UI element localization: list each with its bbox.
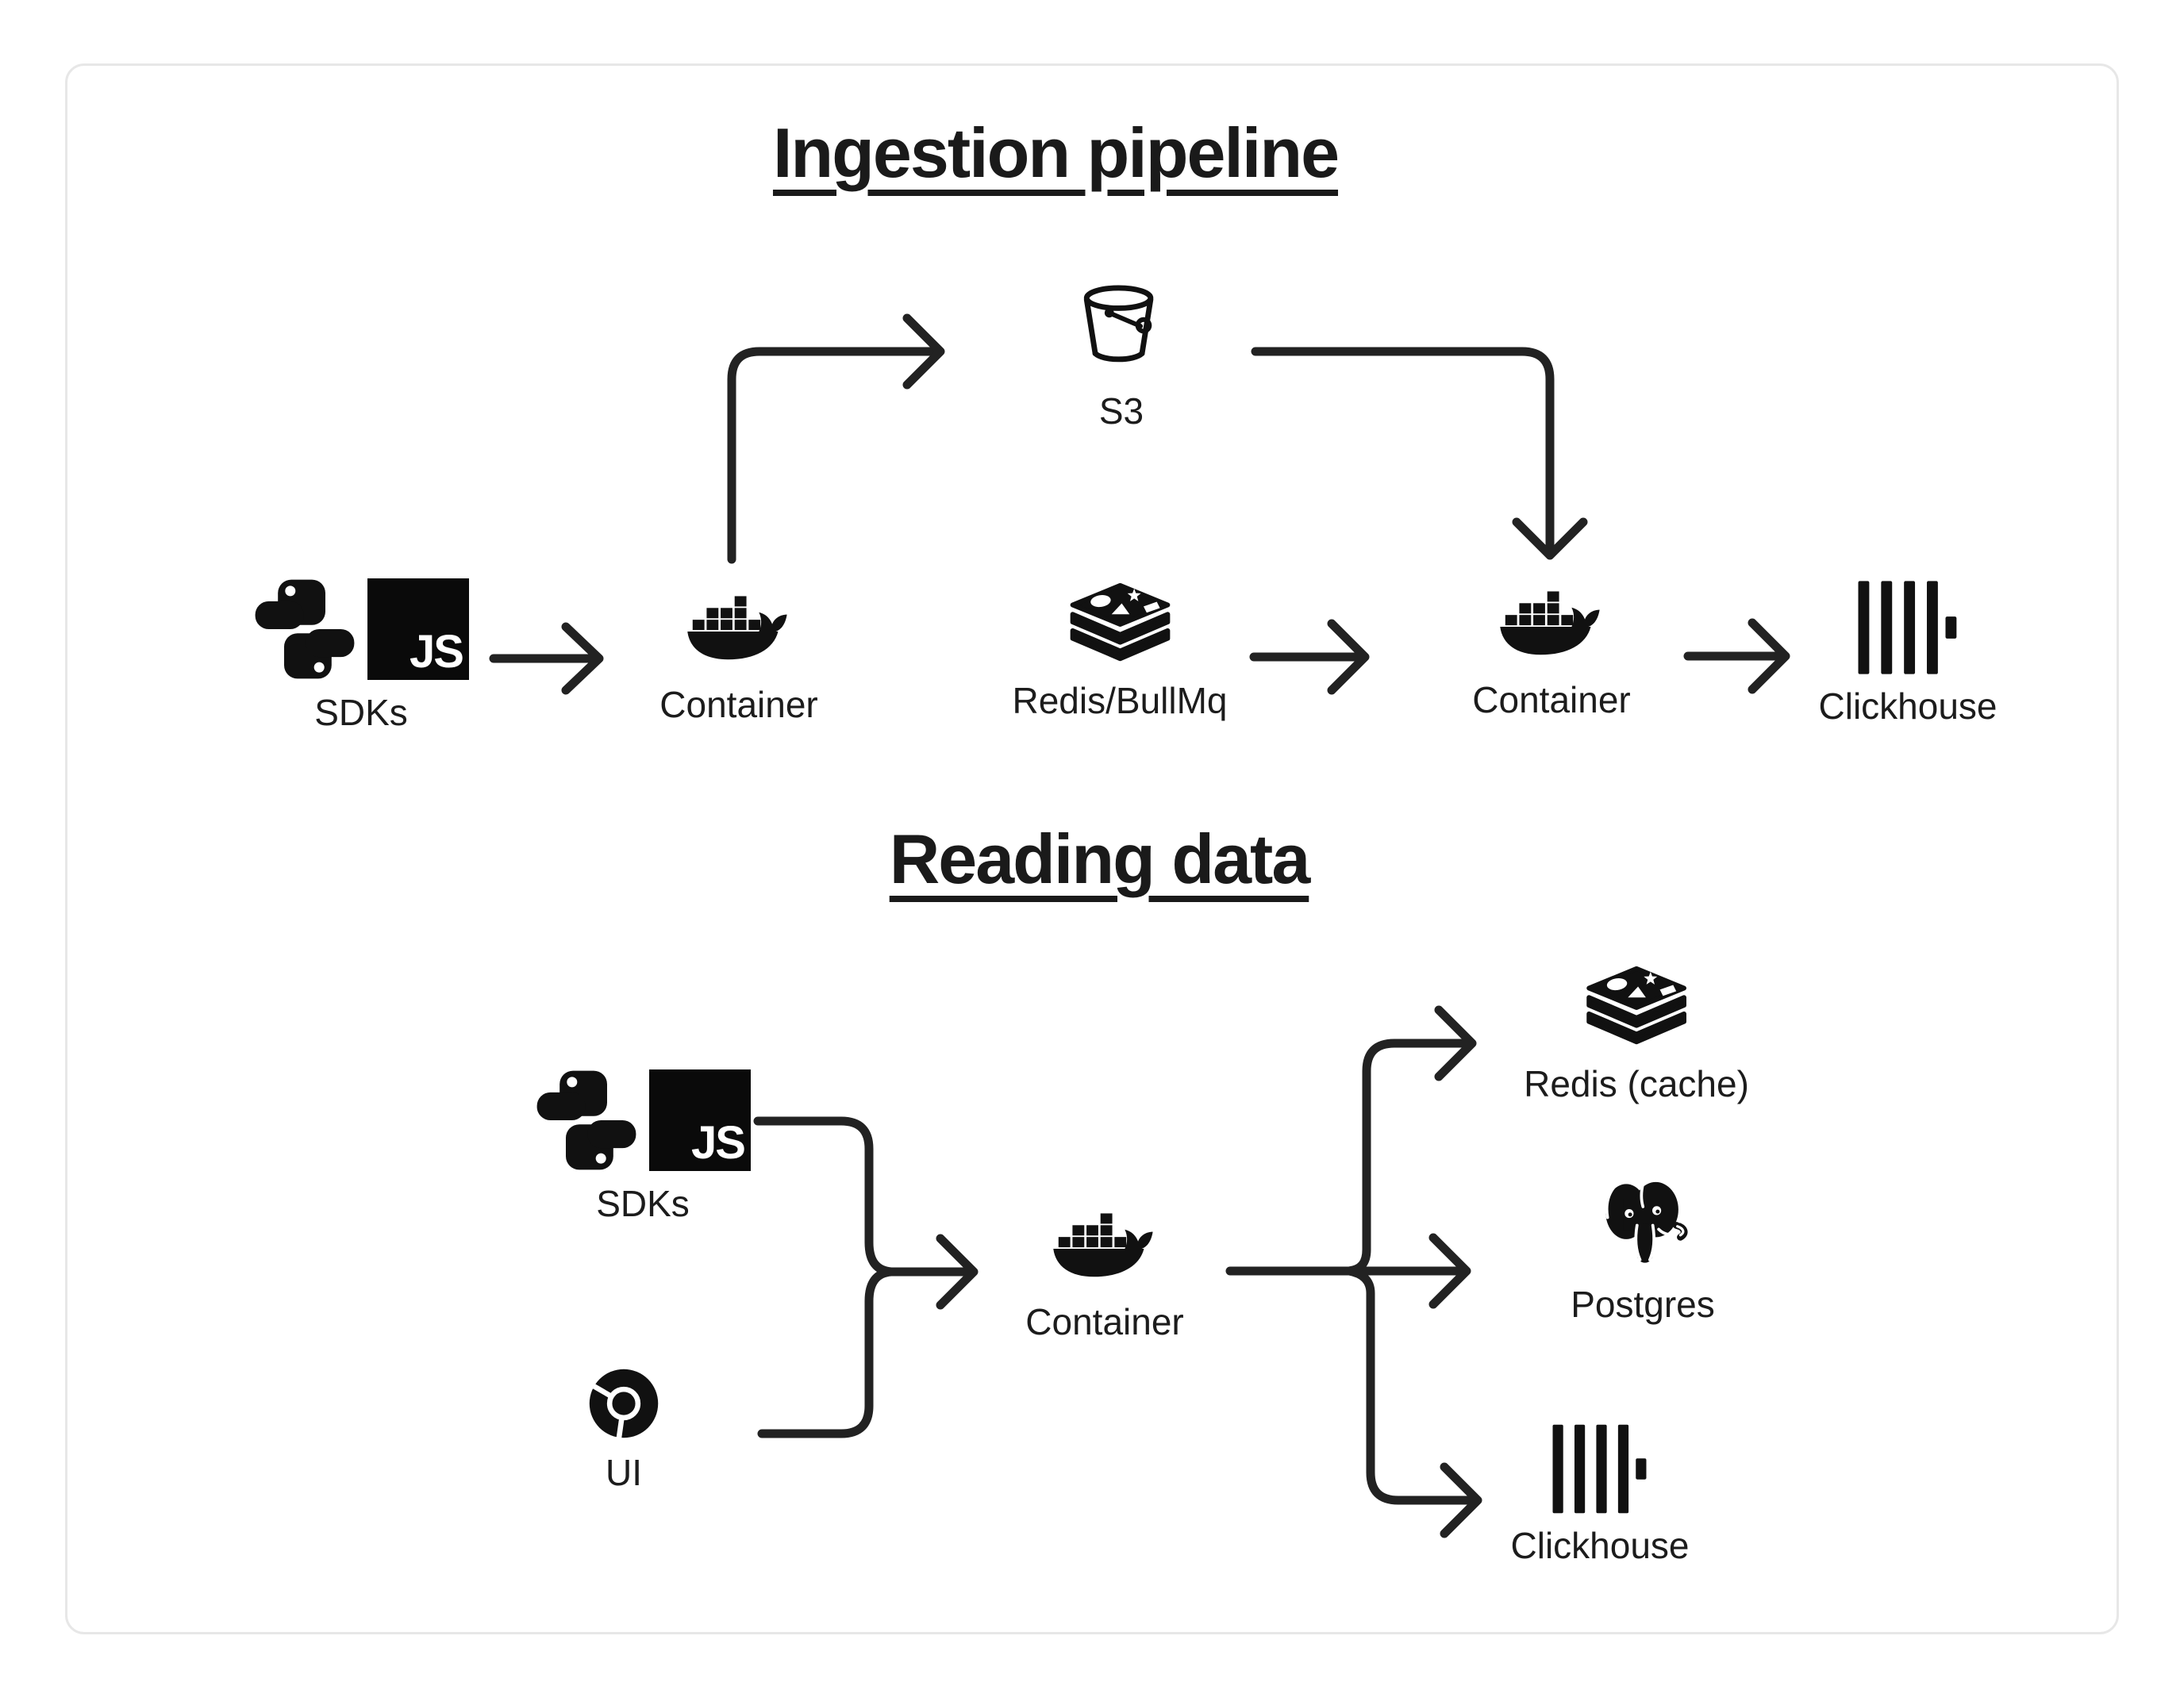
node-container-ingest-in: Container <box>659 590 818 726</box>
edge-container-to-redis-cache <box>1344 1005 1477 1276</box>
node-container-reading: Container <box>1025 1208 1184 1343</box>
node-sdks-ingestion: JS SDKs <box>253 578 469 734</box>
python-icon <box>535 1069 638 1172</box>
section-title-text: Reading data <box>889 820 1311 898</box>
node-label: Postgres <box>1571 1284 1715 1325</box>
node-label: Container <box>659 684 818 725</box>
node-sdks-reading: JS SDKs <box>535 1069 751 1225</box>
node-clickhouse-reading: Clickhouse <box>1511 1424 1690 1567</box>
edge-container-to-redis <box>1249 619 1370 695</box>
section-title-reading: Reading data <box>889 819 1311 900</box>
section-title-ingestion: Ingestion pipeline <box>772 113 1340 194</box>
postgres-icon <box>1593 1174 1693 1273</box>
node-label: S3 <box>1098 390 1144 432</box>
node-label: SDKs <box>314 692 408 733</box>
s3-bucket-icon <box>1077 282 1167 379</box>
edge-s3-to-container2 <box>1251 347 1588 560</box>
edge-sdks-to-merge <box>753 1116 896 1277</box>
javascript-icon: JS <box>649 1069 751 1171</box>
clickhouse-icon <box>1858 581 1958 674</box>
node-postgres: Postgres <box>1571 1174 1715 1326</box>
node-label: UI <box>606 1452 642 1493</box>
chrome-icon <box>586 1366 661 1441</box>
javascript-icon-label: JS <box>410 626 464 678</box>
node-label: Clickhouse <box>1818 685 1998 727</box>
node-label: Container <box>1025 1301 1184 1342</box>
edge-merge-to-container <box>884 1234 979 1310</box>
node-ui: UI <box>586 1366 661 1494</box>
node-redis-cache: Redis (cache) <box>1524 965 1749 1105</box>
redis-icon <box>1065 582 1175 669</box>
docker-icon <box>1049 1208 1160 1290</box>
section-title-text: Ingestion pipeline <box>772 113 1340 192</box>
node-container-ingest-out: Container <box>1472 586 1631 721</box>
node-label: Clickhouse <box>1510 1525 1690 1566</box>
docker-icon <box>1496 586 1607 668</box>
node-label: SDKs <box>596 1183 690 1224</box>
sdk-icon-group: JS <box>535 1069 751 1172</box>
node-s3: S3 <box>1077 282 1167 432</box>
edge-ui-to-merge <box>757 1267 896 1438</box>
javascript-icon: JS <box>367 578 469 680</box>
edge-container-to-postgres <box>1225 1233 1471 1309</box>
node-clickhouse-ingestion: Clickhouse <box>1819 581 1998 728</box>
docker-icon <box>683 590 794 673</box>
node-label: Container <box>1472 679 1631 720</box>
sdk-icon-group: JS <box>253 578 469 681</box>
node-label: Redis/BullMq <box>1012 680 1228 721</box>
javascript-icon-label: JS <box>691 1117 746 1169</box>
edge-container-to-clickhouse2 <box>1344 1266 1482 1538</box>
edge-sdks-to-container <box>489 622 604 695</box>
python-icon <box>253 578 356 681</box>
redis-icon <box>1582 965 1691 1052</box>
edge-container-to-s3 <box>727 313 945 564</box>
clickhouse-icon <box>1552 1424 1648 1514</box>
edge-container2-to-clickhouse <box>1683 618 1790 694</box>
node-label: Redis (cache) <box>1524 1063 1749 1104</box>
node-redis-bullmq: Redis/BullMq <box>1013 582 1228 722</box>
